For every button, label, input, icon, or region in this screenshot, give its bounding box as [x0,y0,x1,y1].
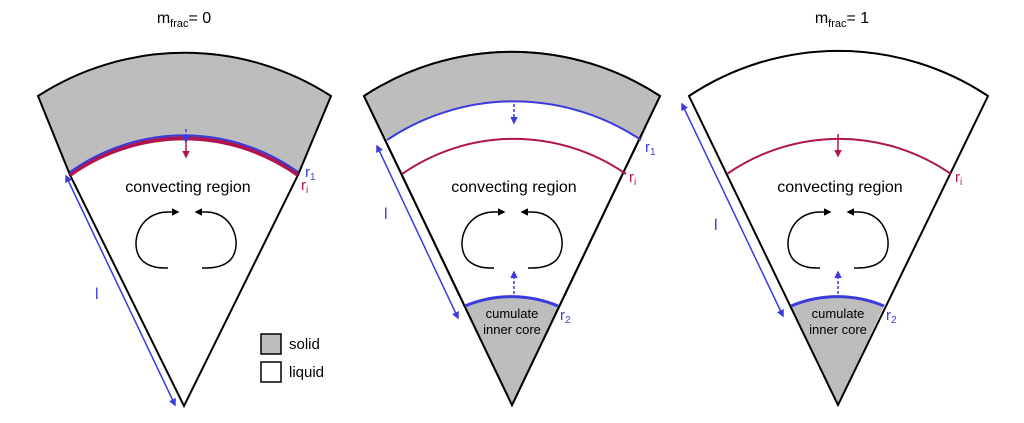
ri-label: ri [301,177,308,196]
region-label: convecting region [777,179,902,196]
legend-solid-label: solid [289,336,320,353]
r1-label: r1 [645,139,656,158]
convection-cycle-icon [461,208,563,269]
r2-label: r2 [560,307,571,326]
inner-core-label-line1: cumulate [812,306,865,321]
region-label: convecting region [451,179,576,196]
solid-shell [364,51,660,140]
legend-liquid-label: liquid [289,364,324,381]
ri-label: ri [629,169,636,188]
inner-core-label-line1: cumulate [486,306,539,321]
length-label: l [384,206,388,223]
legend-liquid-swatch [260,361,282,383]
inner-core-label-line2: inner core [809,322,867,337]
inner-core [791,296,884,405]
panel-title: mfrac= 0 [157,10,211,30]
inner-core-label-line2: inner core [483,322,541,337]
inner-core [465,296,558,405]
length-arrow [65,174,176,407]
ri-label: ri [955,169,962,188]
panel-mfrac-0: l convecting region r1 ri mfrac= 0 [36,10,333,409]
panel-title: mfrac= 1 [815,10,869,30]
interface-r1-line [69,134,299,173]
interface-r1-line [386,100,642,141]
panel-intermediate: l convecting region cumulate inner core … [362,50,662,408]
r1-label: r1 [305,164,316,183]
region-label: convecting region [125,179,250,196]
length-arrow [376,144,459,320]
length-label: l [714,217,718,234]
wedge-border [687,49,990,408]
panel-mfrac-1: l convecting region cumulate inner core … [681,10,990,408]
convection-cycle-icon [787,208,889,269]
inner-core-r2-line [464,295,559,308]
r2-label: r2 [886,307,897,326]
length-arrow [681,102,784,318]
legend-solid-swatch [260,333,282,355]
convection-cycle-icon [135,208,237,269]
length-label: l [95,286,99,303]
legend: solid liquid [260,333,324,383]
inner-core-r2-line [790,295,885,308]
wedge-border [362,50,662,408]
